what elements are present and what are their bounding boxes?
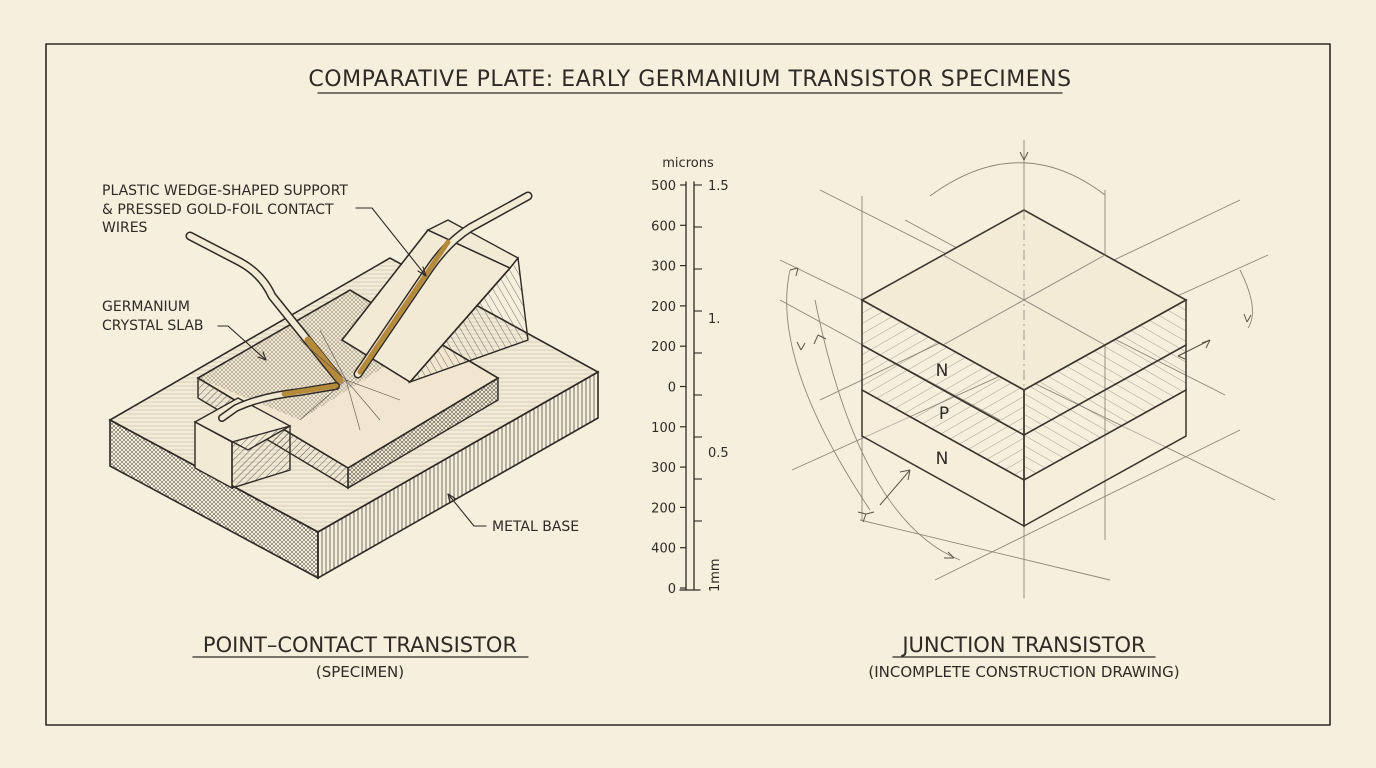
scale-left-ticks: 500 600 300 200 200 0 100 300 200 400 0 [651,179,686,597]
micron-scale: microns 500 600 300 200 200 0 100 300 200 400 0 1.… [651,156,729,597]
left-wire-gold-tip [304,336,344,384]
label-support-line2: & PRESSED GOLD-FOIL CONTACT [102,202,334,218]
scale-right-tick-label: 1. [708,312,720,327]
label-support-line1: PLASTIC WEDGE-SHAPED SUPPORT [102,183,348,199]
right-wire-gold-strip [357,239,451,375]
small-block-side [231,425,291,489]
scale-left-tick-label: 100 [651,421,676,436]
leader-base [447,493,487,527]
scale-left-tick-label: 400 [651,542,676,557]
metal-base-side [317,370,599,580]
layer-label-p: P [939,404,949,424]
leader-slab [217,325,267,361]
scale-left-tick-label: 300 [651,260,676,275]
label-slab-line1: GERMANIUM [102,299,190,315]
scale-right-tick-label: 1.5 [708,179,729,194]
scale-left-tick-label: 0 [668,582,676,597]
wedge-right-face [407,256,529,384]
label-slab-line2: CRYSTAL SLAB [102,318,204,334]
point-contact-caption: POINT–CONTACT TRANSISTOR [203,633,517,657]
layer-label-n-top: N [936,361,949,381]
scale-unit-label: microns [662,156,714,171]
contact-point-rays [299,329,401,431]
junction-caption: JUNCTION TRANSISTOR [900,633,1145,657]
scale-left-tick-label: 0 [668,381,676,396]
label-base: METAL BASE [492,519,579,535]
junction-drawing: N P N [779,140,1276,598]
layer-n-bottom-right [1023,388,1187,528]
point-contact-subcaption: (SPECIMEN) [316,663,404,681]
scale-right-ticks: 1.5 1. 0.5 [694,179,729,522]
scale-left-tick-label: 600 [651,219,676,234]
scale-right-tick-label: 0.5 [708,446,729,461]
point-contact-drawing [108,191,600,580]
scale-left-tick-label: 200 [651,501,676,516]
plate-border [45,43,1331,726]
junction-subcaption: (INCOMPLETE CONSTRUCTION DRAWING) [868,663,1179,681]
layer-label-n-bottom: N [936,449,949,469]
scale-left-tick-label: 500 [651,179,676,194]
scale-right-unit: 1mm [708,558,723,592]
scale-left-tick-label: 200 [651,340,676,355]
plate-title: COMPARATIVE PLATE: EARLY GERMANIUM TRANS… [308,67,1071,92]
scale-left-tick-label: 300 [651,461,676,476]
leader-support [355,207,427,277]
slab-side [347,376,499,490]
scale-left-tick-label: 200 [651,300,676,315]
label-support-line3: WIRES [102,220,148,236]
